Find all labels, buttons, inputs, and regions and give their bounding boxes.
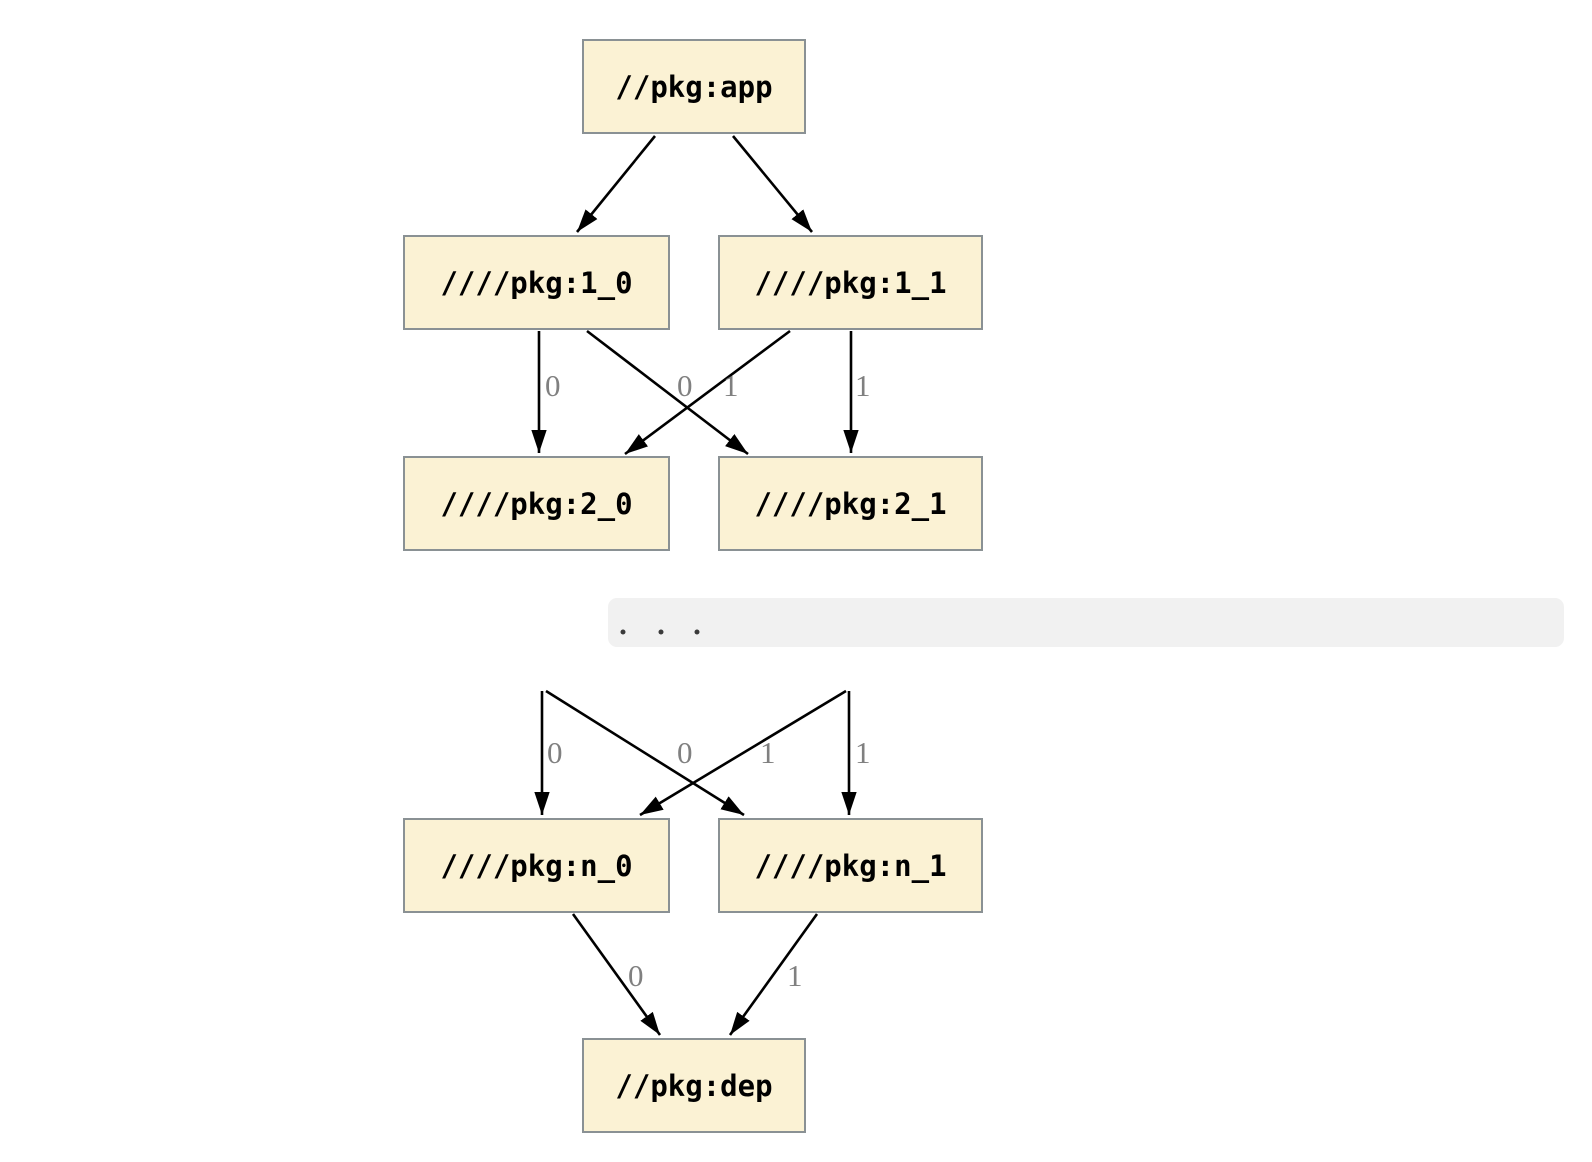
edge-label: 1	[760, 735, 776, 770]
edge-app-to-1_0	[575, 135, 657, 233]
edge-1_0-to-2_1	[586, 329, 749, 456]
edge-label: 1	[855, 735, 871, 770]
node-label: ////pkg:n_1	[754, 848, 947, 883]
edge-1_1-to-2_0	[624, 329, 791, 456]
edge-label: 0	[677, 735, 693, 770]
edge-label: 0	[628, 958, 644, 993]
graph-node-1_1: ////pkg:1_1	[718, 235, 983, 330]
node-label: //pkg:dep	[615, 1068, 773, 1103]
edge-ellipsis-to-n_0	[639, 689, 847, 817]
node-label: ////pkg:2_0	[440, 486, 633, 521]
graph-node-n_0: ////pkg:n_0	[403, 818, 670, 913]
edge-label: 0	[677, 368, 693, 403]
graph-node-n_1: ////pkg:n_1	[718, 818, 983, 913]
graph-node-1_0: ////pkg:1_0	[403, 235, 670, 330]
graph-node-dep: //pkg:dep	[582, 1038, 806, 1133]
edge-n_1-to-dep	[728, 913, 819, 1036]
node-label: ////pkg:2_1	[754, 486, 947, 521]
edge-label: 1	[723, 368, 739, 403]
graph-node-app: //pkg:app	[582, 39, 806, 134]
edge-app-to-1_1	[731, 135, 814, 233]
edge-ellipsis-to-n_1	[545, 689, 745, 817]
graph-node-2_0: ////pkg:2_0	[403, 456, 670, 551]
graph-node-2_1: ////pkg:2_1	[718, 456, 983, 551]
edge-label: 1	[787, 958, 803, 993]
edge-label: 0	[545, 368, 561, 403]
ellipsis-band	[608, 598, 1564, 647]
node-label: ////pkg:n_0	[440, 848, 633, 883]
node-label: //pkg:app	[615, 69, 773, 104]
edge-label: 0	[547, 735, 563, 770]
edge-n_0-to-dep	[571, 913, 662, 1036]
edge-label: 1	[855, 368, 871, 403]
node-label: ////pkg:1_0	[440, 265, 633, 300]
node-label: ////pkg:1_1	[754, 265, 947, 300]
